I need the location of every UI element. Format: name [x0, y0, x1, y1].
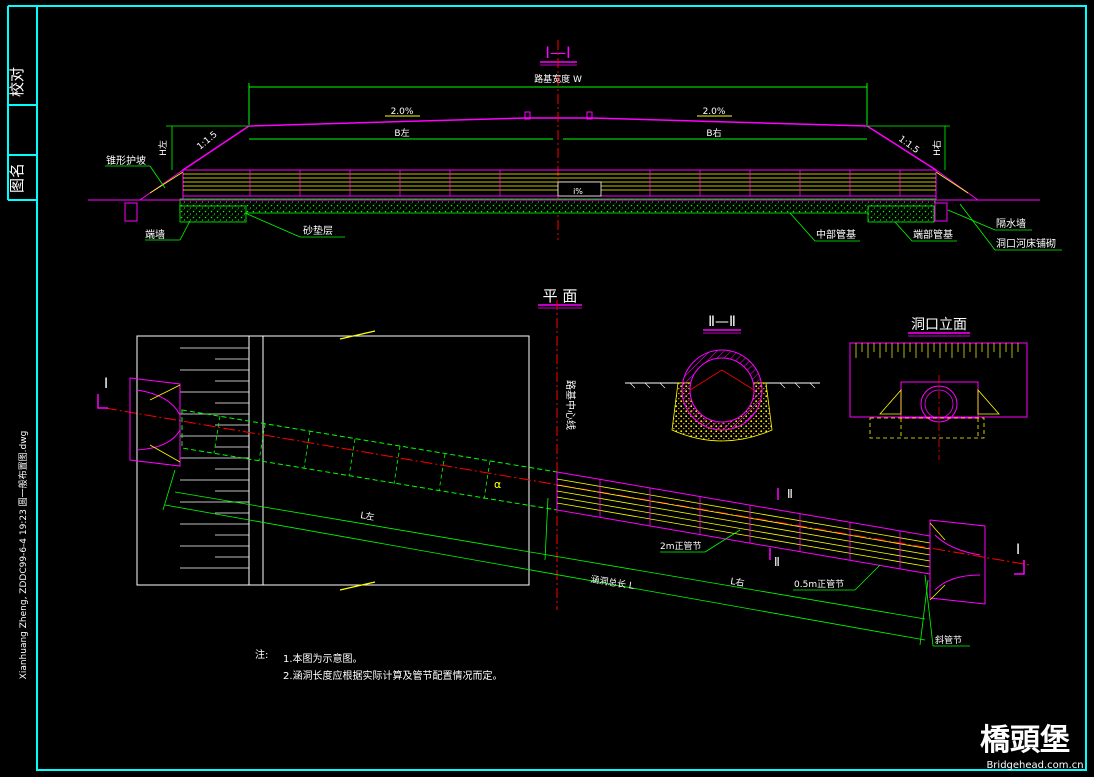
elevation-title: 洞口立面: [911, 317, 967, 333]
section-2-2: Ⅱ—Ⅱ: [625, 314, 820, 442]
portal-elevation: 洞口立面: [849, 317, 1028, 460]
marker-1-left: Ⅰ: [104, 376, 108, 392]
label-end-wall: 端墙: [145, 228, 165, 241]
pipe-2m-label: 2m正管节: [660, 540, 702, 552]
watermark-logo: 橋頭堡: [980, 723, 1070, 758]
marker-2-bottom: Ⅱ: [774, 555, 780, 569]
section-1-title: Ⅰ—Ⅰ: [545, 43, 570, 62]
notes-label: 注:: [255, 648, 268, 661]
plan-title: 平 面: [543, 287, 578, 305]
watermark: 橋頭堡 Bridgehead.com.cn: [980, 723, 1084, 771]
note-2: 2.涵洞长度应根据实际计算及管节配置情况而定。: [283, 669, 503, 682]
pipe-slope-label: i%: [573, 187, 583, 196]
plan-view: 平 面 路基中心线: [97, 287, 1031, 647]
section-2-title: Ⅱ—Ⅱ: [708, 314, 736, 330]
label-cone-slope: 锥形护坡: [106, 154, 146, 167]
name-label: 图名: [8, 163, 26, 193]
marker-1-right: Ⅰ: [1016, 542, 1020, 558]
check-label: 校对: [8, 67, 26, 97]
label-cutoff-wall: 隔水墙: [996, 217, 1026, 230]
label-sand-cushion: 砂垫层: [303, 224, 333, 237]
label-mid-base: 中部管基: [816, 228, 856, 241]
marker-2-top: Ⅱ: [787, 487, 793, 501]
l-left-label: L左: [360, 509, 376, 523]
slope-left-label: 2.0%: [391, 107, 414, 117]
slope-right-label: 2.0%: [703, 107, 726, 117]
h-left-label: H左: [157, 140, 169, 156]
total-length-label: 涵洞总长 L: [590, 573, 635, 592]
section-1-1: Ⅰ—Ⅰ 路基宽度 W 2.0% 2.0% B左 B右 1:1.5 1:1.5 H…: [88, 40, 1062, 251]
center-line-label: 路基中心线: [564, 380, 577, 430]
file-info: Xianhuang Zheng, ZDDC99-6-4 19:23 圆一般布置图…: [17, 431, 29, 680]
drawing-frame: [7, 5, 1087, 771]
note-1: 1.本图为示意图。: [283, 652, 363, 665]
watermark-url: Bridgehead.com.cn: [986, 760, 1083, 771]
b-right-label: B右: [706, 127, 721, 139]
label-end-base: 端部管基: [913, 228, 953, 241]
label-apron: 洞口河床铺砌: [996, 237, 1056, 250]
notes: 注: 1.本图为示意图。 2.涵洞长度应根据实际计算及管节配置情况而定。: [255, 648, 503, 682]
pipe-05m-label: 0.5m正管节: [794, 578, 844, 590]
l-right-label: L右: [730, 575, 746, 589]
oblique-pipe-label: 斜管节: [935, 634, 962, 646]
h-right-label: H右: [931, 140, 943, 156]
b-left-label: B左: [394, 127, 409, 139]
angle-label: α: [494, 478, 501, 491]
ratio-left-label: 1:1.5: [196, 130, 220, 152]
